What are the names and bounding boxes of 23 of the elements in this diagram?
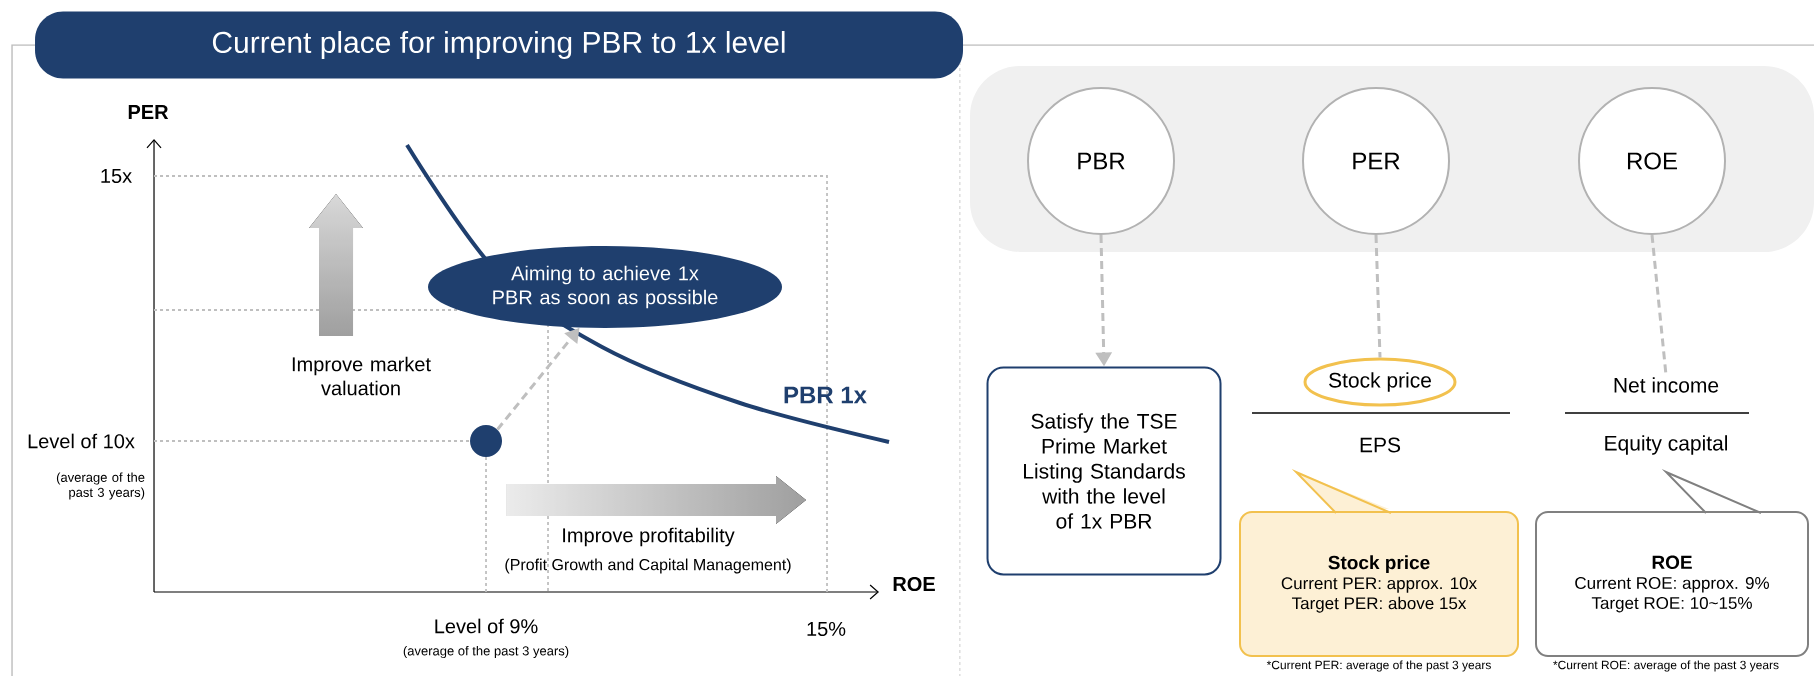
axis-label: ROE — [893, 576, 935, 592]
axis-label: 15x — [101, 169, 132, 183]
footnote: *Current ROE: average of the past 3 years — [1553, 660, 1779, 672]
axis-label: PER — [128, 105, 169, 119]
axis-label: Improve profitability — [563, 527, 735, 547]
axis-label: Improve market valuation — [292, 356, 431, 396]
goal-box: Satisfy the TSE Prime Market Listing Standards with the level of 1x PBR — [986, 366, 1222, 576]
axis-label: Equity capital — [1605, 435, 1727, 455]
axis-label: (Profit Growth and Capital Management) — [505, 558, 791, 574]
title-banner: Current place for improving PBR to 1x level — [35, 11, 963, 79]
axis-label: (average of the past 3 years) — [403, 645, 569, 659]
footnote: *Current PER: average of the past 3 years — [1266, 660, 1491, 672]
ellipse-label: Aiming to achieve 1x PBR as soon as possible — [428, 246, 782, 328]
axis-label: (average of the past 3 years) — [56, 472, 145, 500]
axis-label: Level of 10x — [28, 433, 135, 449]
fraction-numerator: Net income — [1614, 377, 1719, 393]
axis-label: PBR 1x — [784, 386, 867, 404]
callout-box: Stock price Current PER: approx. 10x Target PER: above 15x — [1239, 469, 1519, 657]
axis-label: EPS — [1360, 437, 1401, 453]
data-point — [470, 425, 502, 457]
axis-label: Level of 9% — [435, 618, 538, 634]
callout-box: ROE Current ROE: approx. 9% Target ROE: 10~15% — [1535, 469, 1809, 657]
axis-label: 15% — [807, 621, 846, 636]
